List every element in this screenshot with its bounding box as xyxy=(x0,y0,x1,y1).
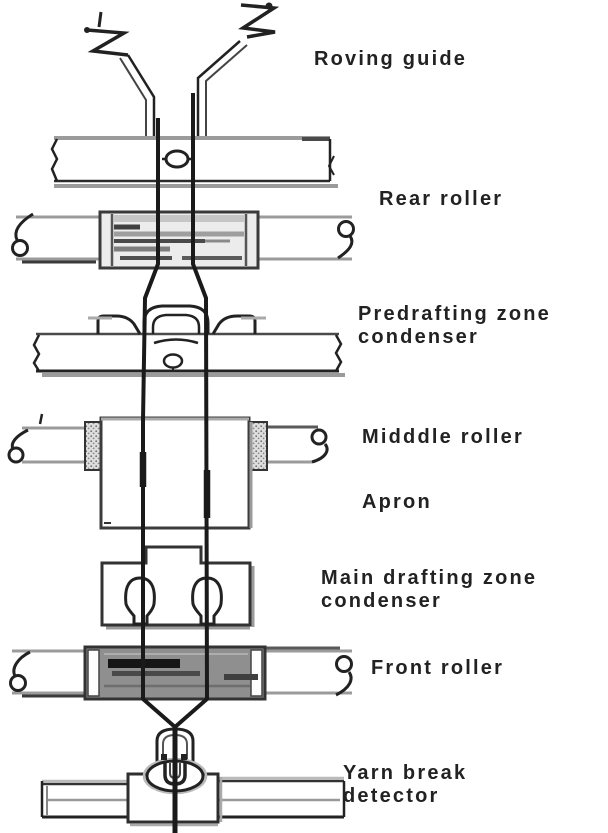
shaft-curl-tail-left xyxy=(10,428,29,450)
condenser-arch-inner xyxy=(151,313,201,334)
detector-pin-left xyxy=(161,754,167,760)
shaft-curl-tail-right xyxy=(337,235,354,260)
yarn-left xyxy=(141,118,177,729)
label-yarn-break-line1: Yarn break xyxy=(343,762,468,784)
funnel-left xyxy=(124,576,156,626)
roving-guide-right xyxy=(196,2,280,136)
guide-tick xyxy=(97,11,103,28)
apron xyxy=(99,416,253,530)
bar-right-break xyxy=(327,155,335,176)
main-drafting-condenser xyxy=(100,545,255,630)
shaft-curl-left xyxy=(11,239,29,257)
yarn-right xyxy=(173,93,210,729)
shaft-curl-tail-right xyxy=(311,443,329,464)
guide-wire-inner xyxy=(119,57,147,136)
shaft-curl-left xyxy=(9,674,27,692)
guide-zigzag xyxy=(238,3,280,39)
front-roller xyxy=(9,645,353,701)
shaft-curl-tail-left xyxy=(12,650,31,677)
bar-left-break xyxy=(50,138,59,182)
rear-roller xyxy=(11,210,355,270)
roller-streak xyxy=(112,671,200,676)
yarn-strands xyxy=(139,93,211,833)
roller-stripe xyxy=(113,215,245,222)
label-rear-roller: Rear roller xyxy=(379,188,504,210)
shaft-curl-left xyxy=(7,446,25,464)
middle-roller xyxy=(7,413,329,471)
roller-band-right xyxy=(250,649,263,697)
guide-wire xyxy=(126,54,156,136)
yarn-break-detector xyxy=(40,727,346,827)
shaft-tick-left xyxy=(38,413,44,425)
label-yarn-break-line2: detector xyxy=(343,785,440,807)
condenser-block xyxy=(100,545,252,627)
shaft-curl-right xyxy=(337,220,355,238)
bar-left-break xyxy=(32,334,41,372)
label-apron: Apron xyxy=(362,491,432,513)
label-main-drafting-line1: Main drafting zone xyxy=(321,567,538,589)
condenser-hole xyxy=(162,353,184,369)
detector-pin-right xyxy=(181,754,187,760)
bar-right-break xyxy=(334,334,343,372)
predrafting-condenser xyxy=(32,304,345,377)
shaft-curl-tail-left xyxy=(14,212,34,241)
label-main-drafting-line2: condenser xyxy=(321,590,442,612)
label-predrafting-line2: condenser xyxy=(358,326,479,348)
shaft-curl-right xyxy=(335,655,353,673)
roller-band-left xyxy=(87,649,100,697)
apron-body xyxy=(99,416,251,530)
guide-zigzag xyxy=(86,28,130,57)
label-middle-roller: Midddle roller xyxy=(362,426,524,448)
roving-guide-left xyxy=(84,11,156,136)
roller-streak xyxy=(224,674,258,680)
condenser-chord xyxy=(153,338,199,345)
guide-wire-inner xyxy=(205,44,248,136)
label-predrafting-line1: Predrafting zone xyxy=(358,303,551,325)
shaft-curl-tail-right xyxy=(335,671,353,697)
label-roving-guide: Roving guide xyxy=(314,48,468,70)
label-front-roller: Front roller xyxy=(371,657,505,679)
bar-hole xyxy=(164,149,190,169)
shaft-curl-right xyxy=(310,428,328,446)
guide-wire xyxy=(196,40,241,136)
